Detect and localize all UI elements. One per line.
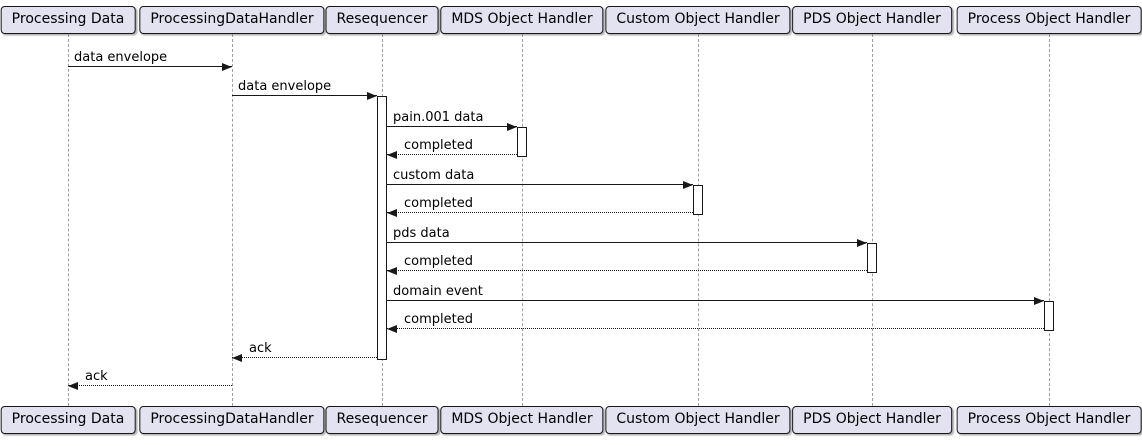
participant-process-object-handler-top: Process Object Handler: [956, 6, 1142, 34]
message-line: [232, 95, 377, 96]
message-label: data envelope: [74, 50, 168, 65]
arrow-left-icon: [387, 209, 397, 217]
message-domain-event: domain event: [387, 283, 1044, 305]
message-label: completed: [404, 312, 473, 327]
arrow-right-icon: [1034, 297, 1044, 305]
lifeline-pds-object-handler: [872, 34, 873, 406]
participant-process-object-handler-bottom: Process Object Handler: [956, 406, 1142, 434]
message-label: pds data: [393, 226, 450, 241]
message-ack-to-processing-data: ack: [68, 368, 232, 390]
participant-processing-data-handler-top: ProcessingDataHandler: [139, 6, 325, 34]
arrow-right-icon: [683, 181, 693, 189]
message-completed-custom: completed: [387, 195, 693, 217]
arrow-right-icon: [222, 63, 232, 71]
participant-custom-object-handler-top: Custom Object Handler: [605, 6, 791, 34]
message-label: completed: [404, 254, 473, 269]
participant-mds-object-handler-top: MDS Object Handler: [440, 6, 604, 34]
message-line: [387, 300, 1044, 301]
lifeline-process-object-handler: [1049, 34, 1050, 406]
message-label: completed: [404, 196, 473, 211]
arrow-left-icon: [387, 325, 397, 333]
participant-custom-object-handler-bottom: Custom Object Handler: [605, 406, 791, 434]
participant-processing-data-bottom: Processing Data: [0, 406, 136, 434]
lifeline-processing-data-handler: [232, 34, 233, 406]
lifeline-processing-data: [68, 34, 69, 406]
message-line: [387, 212, 693, 213]
message-pds-data: pds data: [387, 225, 867, 247]
activation-bar-process-object-handler: [1044, 301, 1054, 331]
participant-resequencer-bottom: Resequencer: [325, 406, 439, 434]
arrow-right-icon: [507, 123, 517, 131]
activation-bar-pds-object-handler: [867, 243, 877, 273]
message-label: custom data: [393, 168, 475, 183]
message-line: [387, 328, 1044, 329]
lifeline-mds-object-handler: [522, 34, 523, 406]
message-line: [387, 126, 517, 127]
message-line: [232, 357, 377, 358]
message-label: ack: [249, 341, 272, 356]
message-label: ack: [85, 369, 108, 384]
activation-bar-mds-object-handler: [517, 127, 527, 157]
participant-processing-data-handler-bottom: ProcessingDataHandler: [139, 406, 325, 434]
message-line: [68, 66, 232, 67]
message-completed-process: completed: [387, 311, 1044, 333]
participant-pds-object-handler-bottom: PDS Object Handler: [792, 406, 952, 434]
message-data-envelope-1: data envelope: [68, 49, 232, 71]
arrow-left-icon: [68, 382, 78, 390]
message-label: data envelope: [238, 79, 332, 94]
message-completed-mds: completed: [387, 137, 517, 159]
message-line: [387, 242, 867, 243]
message-label: completed: [404, 138, 473, 153]
arrow-left-icon: [387, 267, 397, 275]
arrow-right-icon: [857, 239, 867, 247]
participant-mds-object-handler-bottom: MDS Object Handler: [440, 406, 604, 434]
participant-pds-object-handler-top: PDS Object Handler: [792, 6, 952, 34]
message-data-envelope-2: data envelope: [232, 78, 377, 100]
participant-processing-data-top: Processing Data: [0, 6, 136, 34]
message-label: domain event: [393, 284, 483, 299]
message-custom-data: custom data: [387, 167, 693, 189]
arrow-left-icon: [387, 151, 397, 159]
message-completed-pds: completed: [387, 253, 867, 275]
arrow-left-icon: [232, 354, 242, 362]
lifeline-custom-object-handler: [698, 34, 699, 406]
message-line: [387, 154, 517, 155]
message-line: [387, 184, 693, 185]
activation-bar-custom-object-handler: [693, 185, 703, 215]
message-ack-to-handler: ack: [232, 340, 377, 362]
message-pain001-data: pain.001 data: [387, 109, 517, 131]
message-label: pain.001 data: [393, 110, 484, 125]
activation-bar-resequencer: [377, 96, 387, 360]
participant-resequencer-top: Resequencer: [325, 6, 439, 34]
message-line: [68, 385, 232, 386]
message-line: [387, 270, 867, 271]
arrow-right-icon: [367, 92, 377, 100]
